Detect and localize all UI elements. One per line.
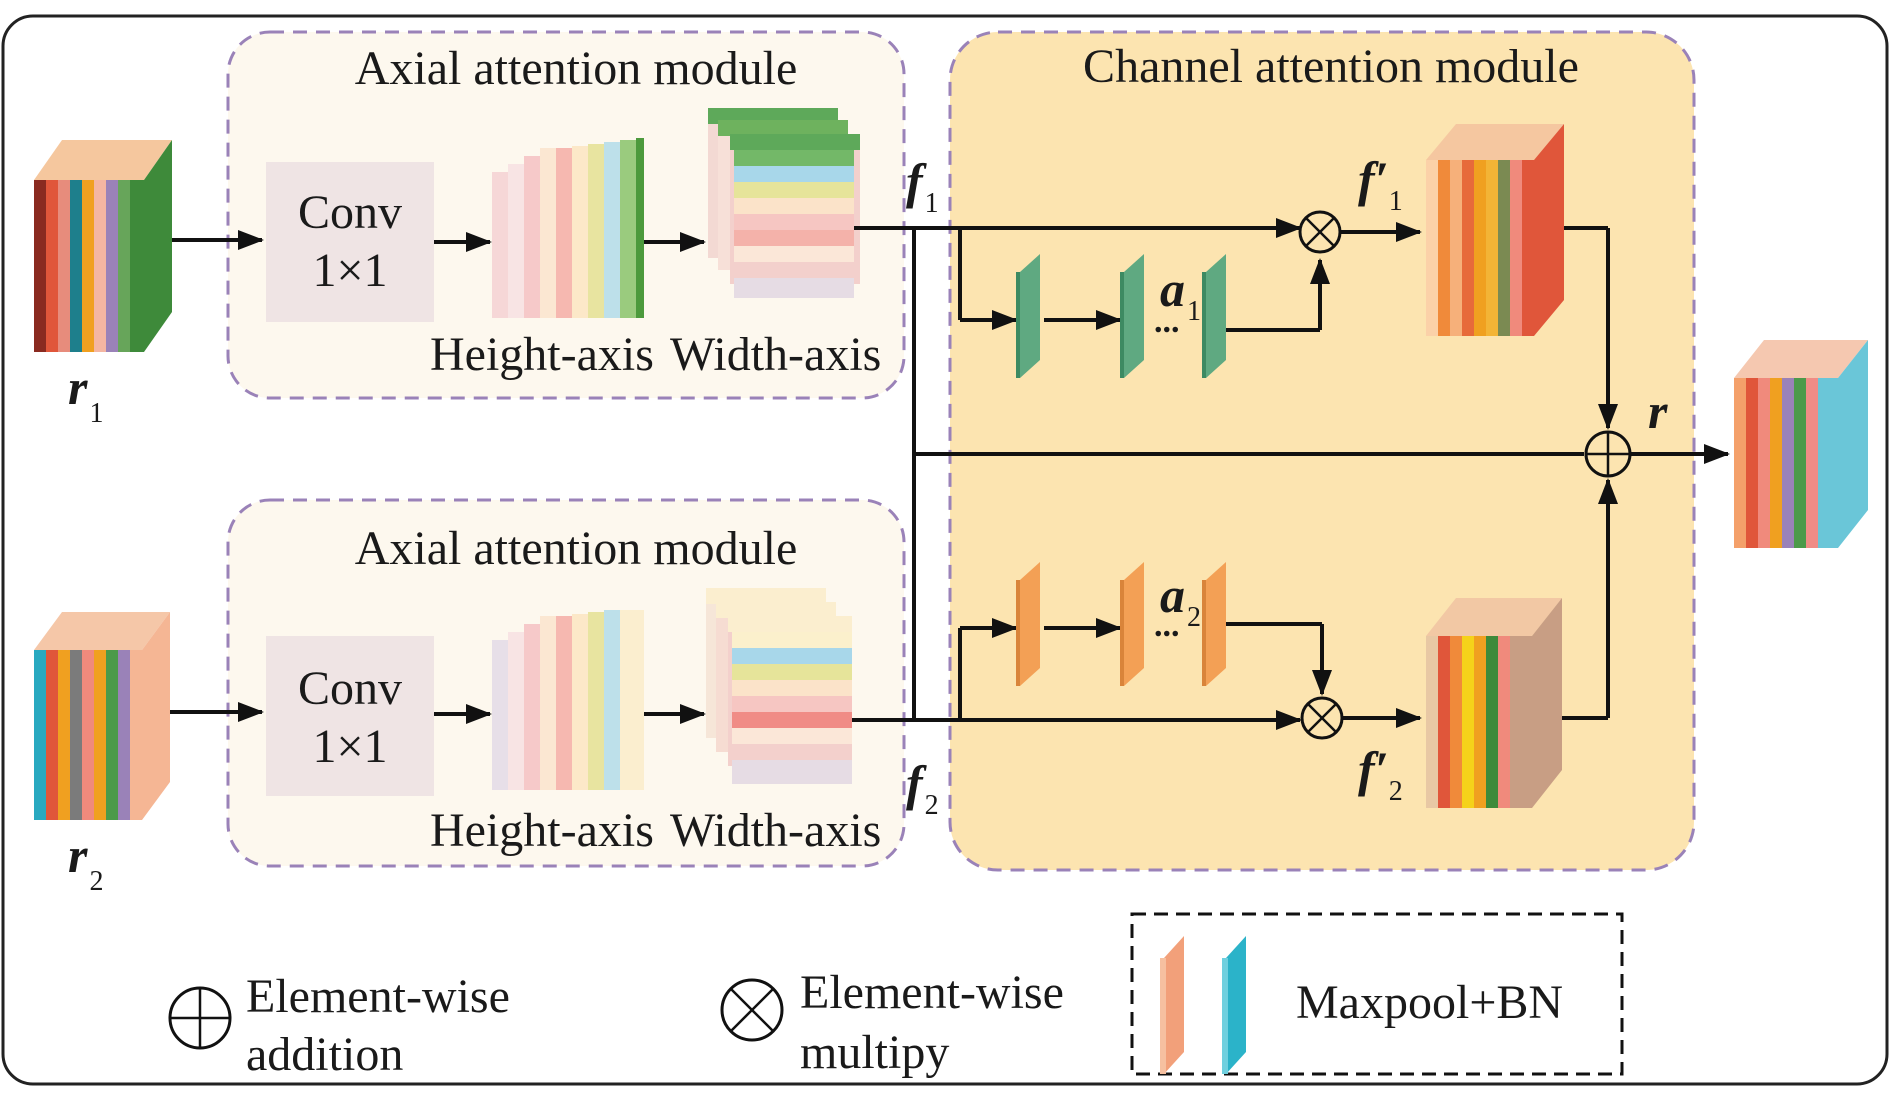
output-r-block [1734, 340, 1868, 548]
f1-sub: 1 [925, 188, 939, 219]
addition-operator [1584, 430, 1632, 478]
legend-pool-label: Maxpool+BN [1296, 976, 1563, 1029]
multiply-operator-2 [1300, 696, 1344, 740]
height-axis-stack-2 [492, 610, 644, 790]
green-block-2 [1120, 254, 1144, 378]
height-axis-stack-1 [492, 138, 644, 318]
channel-module-box [948, 30, 1696, 872]
orange-block-3 [1202, 562, 1226, 686]
legend-pool-box [1130, 912, 1624, 1076]
legend-orange-block [1160, 936, 1184, 1074]
refined-f1-sub: 1 [1389, 186, 1403, 217]
refined-f1-block [1426, 124, 1564, 336]
height-axis-label-1: Height-axis [430, 328, 654, 381]
legend-add-line2: addition [246, 1028, 403, 1081]
f2-label: f2 [906, 755, 939, 821]
conv-1-line2: 1×1 [312, 244, 387, 297]
refined-f1-label: f′1 [1358, 151, 1403, 217]
legend-mul-line1: Element-wise [800, 966, 1064, 1019]
conv-1-line1: Conv [298, 186, 402, 239]
conv-2-line2: 1×1 [312, 720, 387, 773]
width-axis-label-1: Width-axis [670, 328, 881, 381]
axial-module-1-title: Axial attention module [355, 42, 798, 95]
orange-block-1 [1016, 562, 1040, 686]
input-r1-label: r1 [68, 359, 103, 429]
a2-label: a2 [1160, 567, 1201, 633]
orange-block-2 [1120, 562, 1144, 686]
a2-sub: 2 [1187, 602, 1201, 633]
multiply-operator-1 [1298, 210, 1342, 254]
f1-label: f1 [906, 153, 939, 219]
legend-add-line1: Element-wise [246, 970, 510, 1023]
refined-f2-block [1426, 598, 1562, 808]
width-axis-label-2: Width-axis [670, 804, 881, 857]
height-axis-label-2: Height-axis [430, 804, 654, 857]
width-axis-stack-1 [708, 108, 860, 298]
channel-module-title: Channel attention module [1083, 40, 1579, 93]
conv-box-2 [266, 636, 434, 796]
refined-f2-label: f′2 [1358, 741, 1403, 807]
input-r1-block [34, 140, 172, 352]
width-axis-stack-2 [706, 588, 852, 784]
input-r2-block [34, 612, 170, 820]
green-block-1 [1016, 254, 1040, 378]
input-r2-label: r2 [68, 827, 103, 897]
axial-arrows [170, 230, 706, 724]
green-block-3 [1202, 254, 1226, 378]
a1-sub: 1 [1187, 296, 1201, 327]
input-r2-sub: 2 [89, 866, 103, 897]
refined-f2-sub: 2 [1389, 776, 1403, 807]
legend-multiply-icon [720, 978, 784, 1042]
bottom-ellipsis: ... [1154, 607, 1180, 644]
f2-sub: 2 [925, 790, 939, 821]
conv-2-line1: Conv [298, 662, 402, 715]
axial-module-2-title: Axial attention module [355, 522, 798, 575]
output-r-label: r [1648, 383, 1668, 439]
legend-add-icon [168, 986, 232, 1050]
a1-label: a1 [1160, 261, 1201, 327]
input-r1-sub: 1 [89, 398, 103, 429]
legend-cyan-block [1222, 936, 1246, 1074]
top-ellipsis: ... [1154, 303, 1180, 340]
main-connections [852, 218, 1730, 730]
conv-box-1 [266, 162, 434, 322]
legend-mul-line2: multipy [800, 1026, 949, 1079]
